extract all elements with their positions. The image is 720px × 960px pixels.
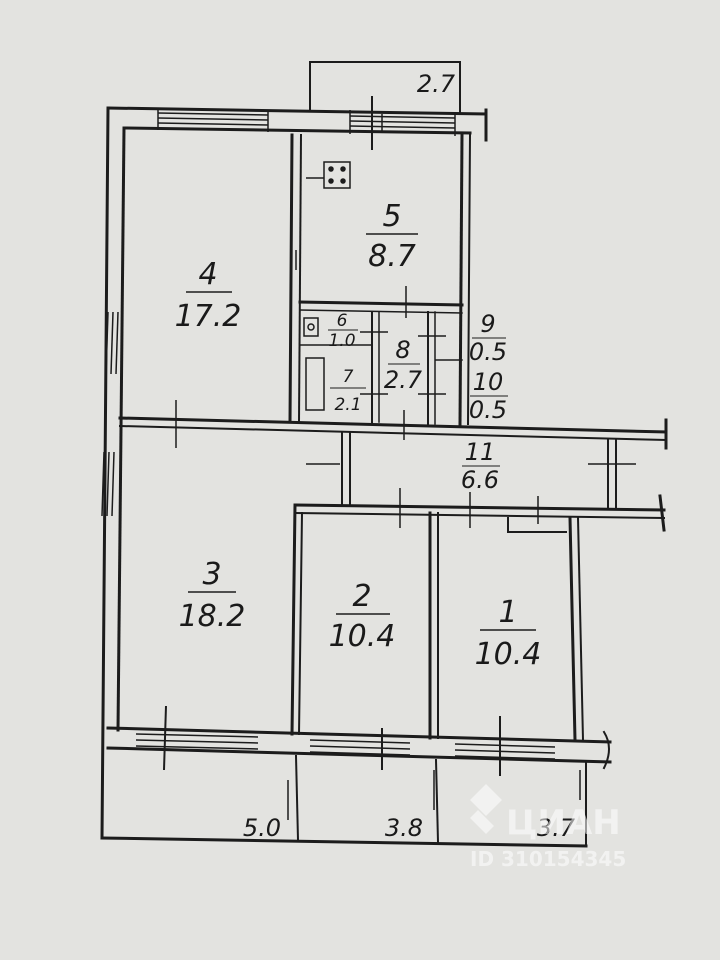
room-1-label: 1 10.4 [475,595,542,672]
room-9-label: 9 0.5 [469,310,507,366]
watermark-id: ID 310154345 [470,847,626,871]
room-5-label: 5 8.7 [366,199,418,274]
room-3-label: 3 18.2 [179,557,246,634]
room-7-area: 2.1 [334,395,361,415]
room-7-number: 7 [343,367,354,387]
balcony-top-area: 2.7 [417,70,456,98]
bathtub-icon [305,357,325,411]
room-11-number: 11 [465,438,496,466]
balcony-bottom-mid-area: 3.8 [385,814,423,842]
windows [101,96,556,776]
window-bottom-2 [309,728,411,770]
window-left-upper [105,311,119,375]
window-top-left [157,108,269,132]
room-6-area: 1.0 [328,331,355,351]
stove-icon [306,161,351,189]
window-top-right [349,96,456,150]
room-7-label: 7 2.1 [330,367,366,415]
watermark: ЦИАН ID 310154345 [470,784,626,871]
room-4-number: 4 [198,257,217,292]
room-8-label: 8 2.7 [384,336,423,394]
room-8-area: 2.7 [384,366,423,394]
room-8-number: 8 [395,336,410,364]
room-2-area: 10.4 [329,619,396,654]
room-1-number: 1 [498,595,517,630]
room-9-number: 9 [480,310,495,338]
room-2-number: 2 [352,579,371,614]
balcony-bottom-right-area: 3.7 [537,814,576,842]
room-11-label: 11 6.6 [461,438,500,494]
window-left-lower [101,451,115,517]
cian-logo-icon [470,784,502,834]
room-10-number: 10 [473,368,504,396]
room-1-area: 10.4 [475,637,542,672]
room-9-area: 0.5 [469,338,507,366]
room-5-area: 8.7 [368,239,416,274]
walls [100,61,668,848]
room-5-number: 5 [382,199,401,234]
room-6-number: 6 [337,311,348,331]
room-3-number: 3 [202,557,221,592]
room-11-area: 6.6 [461,466,499,494]
room-4-label: 4 17.2 [175,257,242,334]
room-6-label: 6 1.0 [328,311,358,351]
sink-icon [303,317,319,337]
room-10-label: 10 0.5 [469,368,508,424]
room-10-area: 0.5 [469,396,507,424]
watermark-brand: ЦИАН [506,803,621,843]
window-bottom-1 [135,705,259,771]
room-4-area: 17.2 [175,299,242,334]
room-3-area: 18.2 [179,599,246,634]
balcony-bottom-left-area: 5.0 [243,814,281,842]
room-2-label: 2 10.4 [329,579,396,654]
room-labels: 4 17.2 5 8.7 6 1.0 7 2.1 8 2.7 9 0.5 [175,70,576,842]
window-bottom-3 [454,716,556,776]
door-marks [175,250,636,820]
